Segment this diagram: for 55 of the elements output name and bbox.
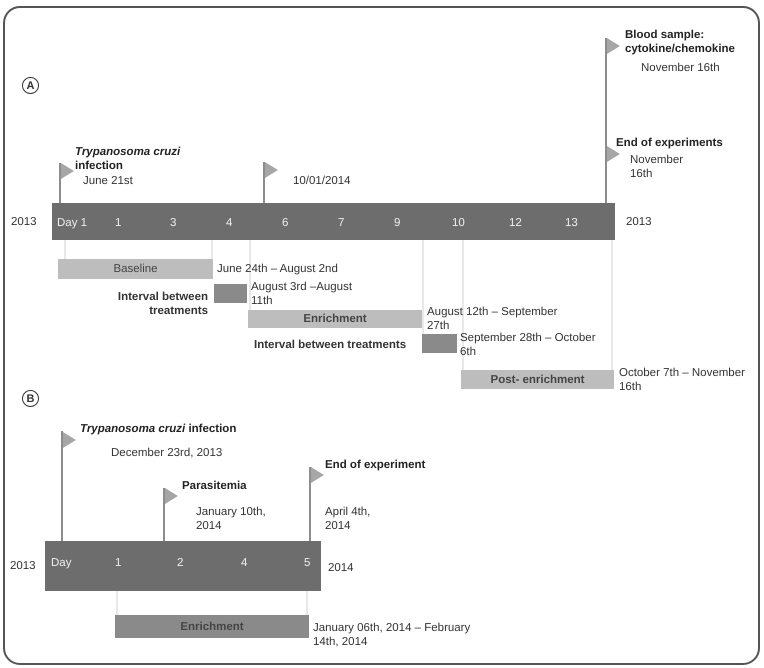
date-label: April 4th, 2014	[325, 505, 372, 533]
tick-label: 10	[452, 217, 465, 229]
tick-label: Day 1	[57, 217, 88, 229]
date-range: October 7th – November 16th	[619, 366, 746, 394]
guide-line	[64, 240, 66, 260]
date-label: June 21st	[83, 174, 134, 188]
phase-label: Interval between treatments	[116, 290, 208, 318]
date-label: December 23rd, 2013	[111, 446, 224, 460]
event-label: End of experiments	[616, 136, 724, 150]
tick-label: 13	[565, 217, 578, 229]
date-label: November 16th	[630, 153, 684, 181]
phase-label: Interval between treatments	[254, 338, 408, 352]
period-bar	[422, 334, 457, 353]
guide-line	[462, 240, 464, 370]
event-label: End of experiment	[325, 458, 426, 472]
tick-label: 12	[509, 217, 522, 229]
date-range: 2014	[328, 561, 355, 575]
date-range: 2013	[11, 215, 38, 229]
tick-label: 9	[394, 217, 400, 229]
date-range: September 28th – October 6th	[460, 331, 597, 359]
event-label: Trypanosoma cruzi infection	[80, 422, 238, 436]
period-bar: Baseline	[58, 259, 213, 279]
date-range: August 12th – September 27th	[427, 305, 558, 332]
date-range: January 06th, 2014 – February 14th, 2014	[313, 621, 472, 649]
date-range: June 24th – August 2nd	[217, 262, 339, 276]
tick-label: 4	[226, 217, 232, 229]
tick-label: 2	[177, 557, 184, 569]
event-label: Blood sample: cytokine/chemokine	[625, 28, 736, 56]
date-range: August 3rd –August 11th	[251, 280, 354, 308]
timeline-bar	[45, 541, 321, 591]
date-range: 2013	[10, 559, 37, 573]
panel-letter: A	[22, 77, 39, 94]
tick-label: 5	[304, 557, 310, 569]
guide-line	[306, 590, 308, 616]
period-bar: Post- enrichment	[461, 370, 614, 389]
tick-label: 3	[170, 217, 176, 229]
tick-label: 1	[115, 557, 122, 569]
period-bar: Enrichment	[115, 615, 309, 638]
period-bar	[214, 284, 247, 303]
tick-label: 1	[115, 217, 122, 229]
event-label: Trypanosoma cruzi infection	[75, 145, 182, 173]
tick-label: Day	[51, 557, 72, 569]
guide-line	[116, 590, 118, 616]
period-bar: Enrichment	[248, 310, 422, 328]
date-label: January 10th, 2014	[196, 505, 267, 533]
panel-letter: B	[22, 390, 39, 407]
timeline-bar	[52, 203, 615, 240]
date-label: 10/01/2014	[293, 174, 352, 188]
date-label: November 16th	[641, 61, 721, 75]
event-label: Parasitemia	[182, 479, 248, 493]
tick-label: 6	[282, 217, 288, 229]
tick-label: 7	[338, 217, 344, 229]
tick-label: 4	[241, 557, 248, 569]
guide-line	[422, 240, 424, 334]
date-range: 2013	[626, 215, 653, 229]
